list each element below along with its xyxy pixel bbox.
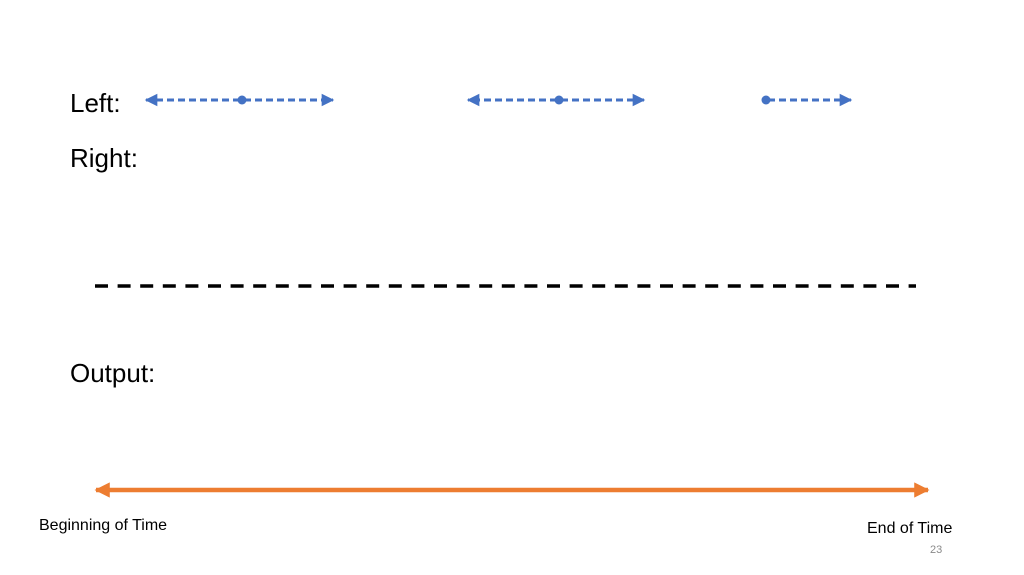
left-row-label: Left:	[70, 88, 121, 118]
interval-point	[237, 95, 247, 105]
interval-point	[554, 95, 564, 105]
output-row-label: Output:	[70, 358, 156, 388]
left-interval-3	[761, 93, 853, 107]
interval-point	[761, 95, 771, 105]
right-row-label: Right:	[70, 143, 138, 173]
left-interval-1	[144, 93, 335, 107]
beginning-of-time-label: Beginning of Time	[39, 517, 168, 534]
page-number: 23	[930, 544, 943, 556]
left-interval-2	[466, 93, 646, 107]
end-of-time-label: End of Time	[867, 520, 953, 537]
